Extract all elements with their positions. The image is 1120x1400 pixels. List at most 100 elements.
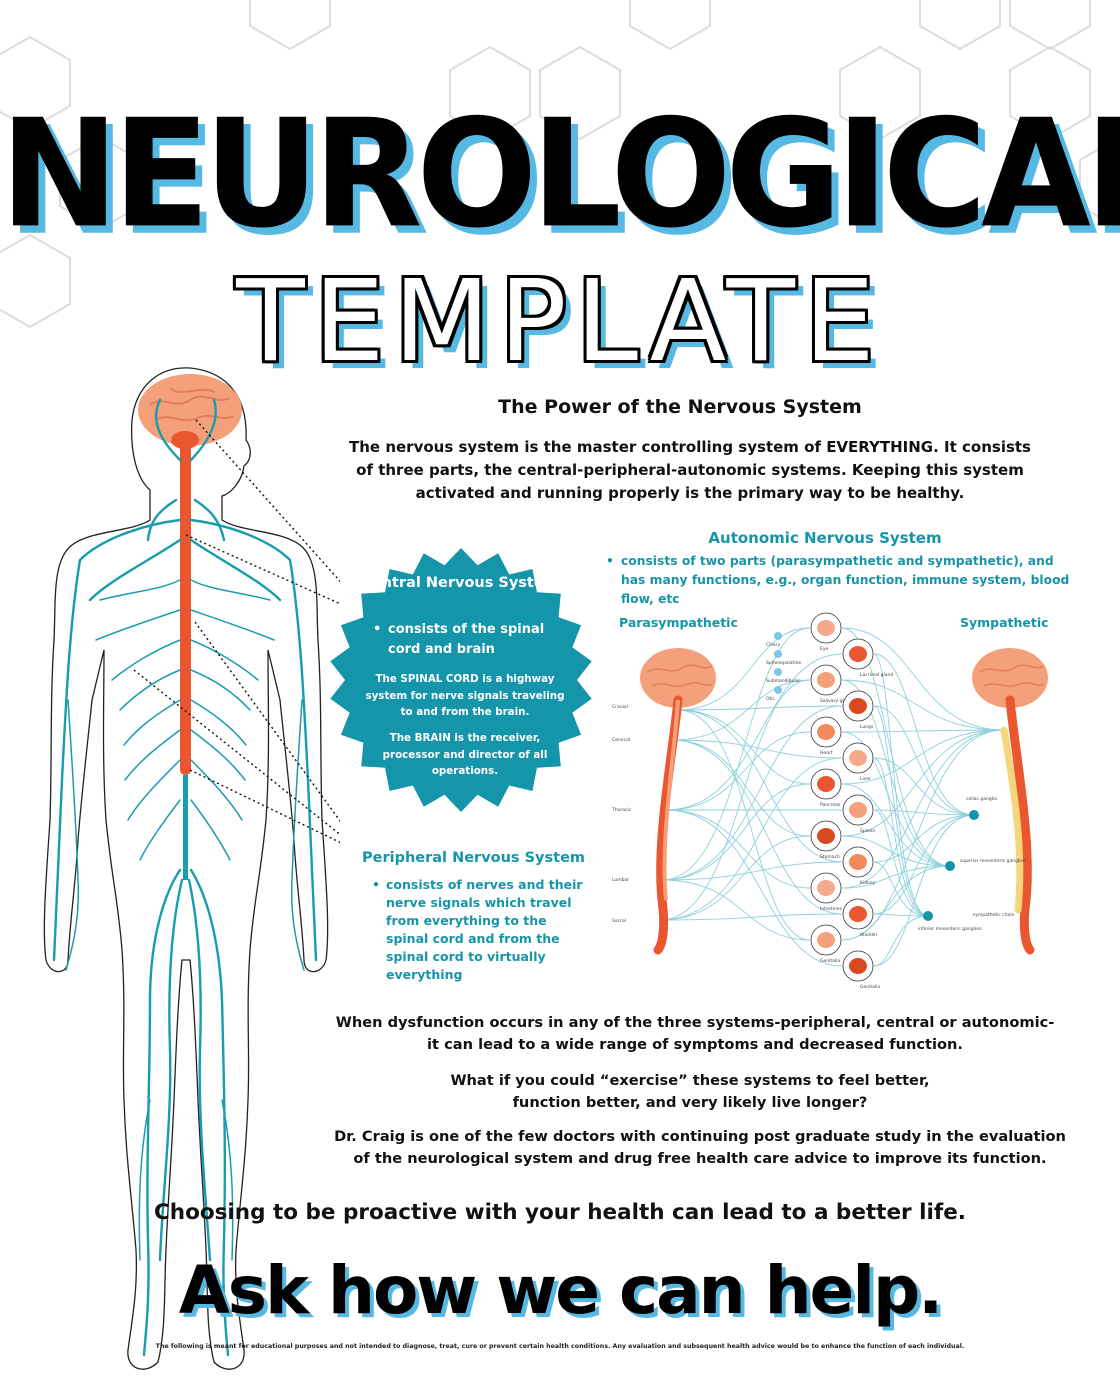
spine-label: Thoracic — [611, 807, 632, 813]
organ-icon — [849, 698, 867, 714]
autonomic-bullet: • consists of two parts (parasympathetic… — [606, 552, 1076, 609]
organ-icon — [817, 672, 835, 688]
organ-label: Intestines — [820, 906, 843, 912]
connection-line — [841, 729, 1005, 733]
human-nervous-system-figure — [43, 367, 340, 1370]
central-title: Central Nervous System — [361, 575, 559, 591]
central-bullet: • consists of the spinal cord and brain — [373, 620, 573, 660]
connection-line — [841, 729, 1005, 941]
peripheral-bullet: • consists of nerves and their nerve sig… — [372, 876, 587, 984]
connection-line — [665, 653, 843, 811]
organ-icon — [849, 750, 867, 766]
organ-icon — [849, 906, 867, 922]
connection-line — [677, 709, 843, 863]
bullet-dot: • — [606, 554, 614, 568]
bullet-dot: • — [372, 877, 380, 892]
spinal-cord — [180, 440, 191, 775]
connection-line — [873, 913, 929, 917]
organ-icon — [817, 880, 835, 896]
organ-label: Pancreas — [820, 802, 841, 808]
ganglia-label: celiac ganglia — [966, 796, 997, 802]
connection-line — [677, 709, 811, 941]
connection-line — [873, 757, 929, 917]
peripheral-bullet-text: consists of nerves and their nerve signa… — [386, 877, 583, 982]
organ-icon — [849, 802, 867, 818]
organ-icon — [849, 646, 867, 662]
organ-label: Heart — [820, 750, 833, 756]
connection-line — [873, 809, 975, 816]
connection-line — [671, 739, 843, 915]
connection-line — [659, 757, 843, 921]
connection-line — [671, 739, 843, 759]
autonomic-bullet-text: consists of two parts (parasympathetic a… — [621, 554, 1070, 606]
connection-line — [841, 729, 1005, 837]
connection-line — [671, 679, 811, 741]
connection-line — [873, 705, 975, 816]
central-badge — [330, 548, 592, 812]
connection-line — [677, 627, 811, 711]
connection-line — [841, 865, 951, 941]
disclaimer: The following is meant for educational p… — [155, 1343, 965, 1350]
spine-label: Cervical — [612, 737, 630, 743]
sympathetic-label: Sympathetic — [960, 615, 1049, 630]
symp-spine — [1005, 695, 1035, 955]
ganglion-label: Ciliary — [766, 642, 781, 648]
central-spinal-cord-text: The SPINAL CORD is a highway system for … — [365, 673, 565, 718]
connection-line — [873, 653, 929, 917]
connection-line — [659, 679, 811, 921]
autonomic-title: Autonomic Nervous System — [708, 529, 942, 547]
connection-line — [661, 861, 843, 881]
hexagon-background — [0, 0, 1120, 329]
organ-label: Genitalia — [820, 958, 840, 964]
ganglia-label: sympathetic chain — [973, 912, 1015, 918]
connection-line — [841, 835, 951, 867]
section-heading: The Power of the Nervous System — [498, 396, 862, 418]
connection-line — [661, 627, 811, 881]
para-brain — [640, 648, 716, 708]
organ-label: Stomach — [820, 854, 840, 860]
organ-label: Eye — [820, 646, 829, 652]
organ-icon — [817, 828, 835, 844]
connection-line — [665, 809, 811, 889]
title-main: NEUROLOGICAL — [0, 87, 1120, 262]
spine-label: Lumbar — [612, 877, 629, 883]
title-sub: TEMPLATE — [236, 257, 884, 387]
organ-label: Salivary glands — [820, 698, 855, 704]
doctor-paragraph: Dr. Craig is one of the few doctors with… — [334, 1128, 1066, 1167]
connection-line — [677, 709, 811, 785]
brain — [138, 374, 242, 446]
exercise-paragraph: What if you could “exercise” these syste… — [450, 1072, 930, 1111]
connection-line — [841, 729, 1005, 889]
connection-line — [671, 739, 811, 837]
ganglia-label: superior mesenteric ganglion — [960, 858, 1026, 864]
connection-line — [677, 705, 843, 711]
connection-line — [841, 679, 1005, 731]
spine-label: Sacral — [612, 918, 626, 924]
connection-line — [841, 627, 1005, 731]
connection-line — [841, 865, 951, 889]
organ-icon — [817, 620, 835, 636]
organ-label: Kidney — [860, 880, 876, 886]
small-ganglion — [774, 686, 782, 694]
peripheral-title: Peripheral Nervous System — [362, 850, 586, 866]
parasympathetic-label: Parasympathetic — [619, 615, 738, 630]
organ-icon — [849, 854, 867, 870]
connection-line — [661, 705, 843, 881]
connection-line — [661, 879, 811, 941]
ganglion-label: Submandibular — [766, 678, 800, 684]
ganglia-label: inferior mesenteric ganglion — [918, 926, 982, 932]
connection-line — [873, 757, 975, 816]
connection-line — [873, 814, 975, 863]
organ-label: Lacrimal gland — [860, 672, 893, 678]
connection-line — [841, 783, 951, 867]
call-to-action: Ask how we can help. — [178, 1252, 944, 1329]
connection-line — [659, 835, 811, 921]
small-ganglion — [774, 650, 782, 658]
organ-label: Spleen — [860, 828, 876, 834]
symp-brain — [972, 648, 1048, 708]
dysfunction-paragraph: When dysfunction occurs in any of the th… — [335, 1014, 1055, 1053]
spine-label: Cranial — [612, 704, 628, 710]
organ-label: Lungs — [860, 724, 874, 730]
connection-line — [873, 814, 975, 967]
